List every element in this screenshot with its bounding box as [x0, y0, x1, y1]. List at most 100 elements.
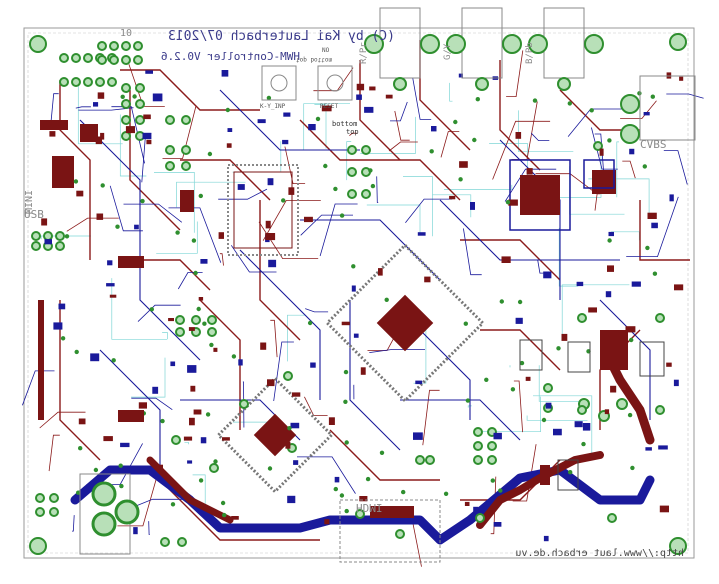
- pad: [284, 372, 292, 380]
- pad: [192, 316, 200, 324]
- signal-trace: [664, 151, 688, 185]
- smd-pad: [352, 286, 356, 292]
- smd-pad: [143, 133, 152, 139]
- via: [568, 101, 572, 105]
- via: [192, 238, 196, 242]
- pad: [416, 456, 424, 464]
- smd-pad: [660, 506, 669, 513]
- smd-pad: [378, 268, 383, 276]
- smd-pad: [194, 410, 202, 415]
- pad: [108, 78, 116, 86]
- smd-pad: [335, 477, 340, 483]
- inner-layer-traces: [41, 81, 649, 512]
- pad: [176, 328, 184, 336]
- ic-usb-controller: [228, 165, 298, 255]
- smd-pad: [651, 223, 658, 229]
- via: [119, 464, 123, 468]
- pad: [98, 56, 106, 64]
- via: [351, 264, 355, 268]
- pad: [426, 456, 434, 464]
- via: [643, 164, 647, 168]
- title-line1: (C) by Kai Lauterbach 07/2013: [168, 29, 395, 44]
- smd-pad: [258, 119, 266, 123]
- smd-pad: [516, 318, 523, 324]
- smd-pad: [583, 423, 590, 431]
- smd-pad: [139, 402, 147, 408]
- pad: [208, 316, 216, 324]
- smd-pad: [666, 363, 672, 367]
- via: [444, 492, 448, 496]
- smd-pad: [459, 161, 468, 168]
- pad: [348, 168, 356, 176]
- pad: [617, 399, 627, 409]
- signal-trace: [270, 320, 277, 357]
- pad: [656, 406, 664, 414]
- smd-pad: [546, 403, 552, 409]
- smd-pad: [184, 437, 192, 441]
- signal-trace: [377, 176, 379, 202]
- r-pr-label: R/Pr: [359, 42, 369, 64]
- signal-trace: [110, 186, 143, 231]
- via: [112, 358, 116, 362]
- via: [453, 120, 457, 124]
- smd-pad: [153, 94, 163, 102]
- via: [221, 501, 225, 505]
- via: [368, 168, 372, 172]
- smd-pad: [359, 496, 367, 501]
- via: [75, 350, 79, 354]
- signal-trace: [220, 254, 224, 266]
- pad: [578, 314, 586, 322]
- smd-pad: [396, 337, 401, 342]
- signal-trace: [131, 398, 172, 410]
- signal-trace: [320, 204, 358, 256]
- via: [94, 468, 98, 472]
- pad: [161, 538, 169, 546]
- via-field: [61, 91, 657, 517]
- signal-trace: [313, 68, 353, 91]
- board-url: http://www.laut erbach.de.vu: [515, 548, 684, 559]
- via: [121, 95, 125, 99]
- pad: [182, 162, 190, 170]
- header-pin-10: 10: [120, 28, 132, 39]
- smd-pad: [424, 277, 430, 283]
- pad: [122, 100, 130, 108]
- smd-pad: [473, 507, 478, 514]
- pad: [608, 514, 616, 522]
- via: [385, 298, 389, 302]
- smd-pad: [213, 348, 217, 352]
- b-pb-label: B/Pb: [525, 42, 535, 64]
- smd-pad: [494, 433, 502, 440]
- pad: [474, 456, 482, 464]
- svg-text:R/Pr: R/Pr: [359, 42, 369, 64]
- via: [476, 97, 480, 101]
- smd-pad: [219, 232, 224, 239]
- board-subtitle-mirrored: HWM-Controller V0.2.6: [161, 50, 300, 63]
- signal-trace: [666, 94, 703, 98]
- signal-trace: [304, 397, 327, 416]
- pad: [122, 56, 130, 64]
- via: [653, 272, 657, 276]
- smd-pad: [53, 322, 62, 329]
- via: [645, 246, 649, 250]
- smd-pad: [200, 259, 207, 264]
- signal-trace: [538, 260, 544, 274]
- smd-pad: [268, 260, 276, 267]
- smd-pad: [199, 297, 203, 301]
- smd-pad: [107, 260, 112, 265]
- via: [607, 138, 611, 142]
- smd-pad: [227, 143, 232, 148]
- via: [213, 459, 217, 463]
- smd-pad: [231, 516, 239, 520]
- ic-secondary-qfp: [218, 378, 331, 491]
- via: [380, 451, 384, 455]
- pad: [72, 54, 80, 62]
- copper-strip: [38, 300, 44, 420]
- via: [132, 94, 136, 98]
- signal-trace: [67, 218, 119, 231]
- signal-trace: [568, 109, 625, 137]
- via: [590, 108, 594, 112]
- signal-trace: [595, 194, 600, 211]
- pad: [72, 78, 80, 86]
- via: [628, 413, 632, 417]
- smd-pad: [90, 353, 99, 361]
